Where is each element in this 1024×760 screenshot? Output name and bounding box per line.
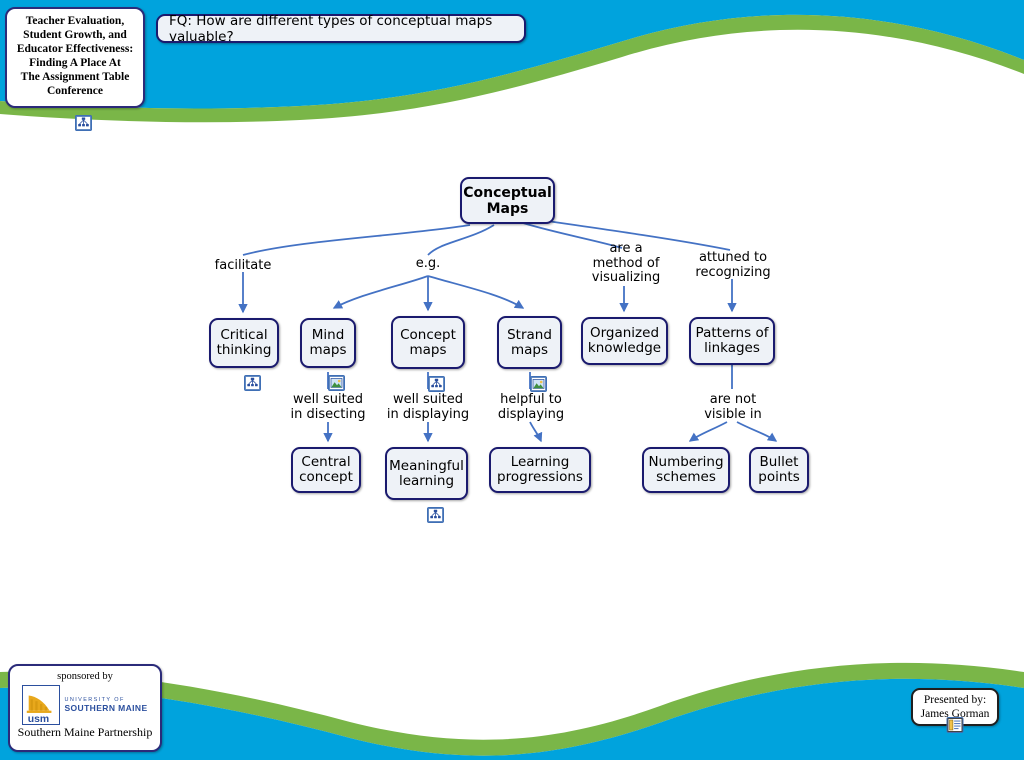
usm-logo-line-1: UNIVERSITY OF bbox=[64, 696, 125, 703]
usm-logo: usm UNIVERSITY OF SOUTHERN MAINE bbox=[10, 683, 160, 727]
link-label-notvisible[interactable]: are not visible in bbox=[704, 392, 762, 422]
concept-map-icon[interactable] bbox=[428, 376, 445, 392]
title-line-2: Student Growth, and bbox=[23, 29, 127, 41]
title-line-5: The Assignment Table bbox=[20, 71, 130, 83]
sponsor-top-text: sponsored by bbox=[57, 671, 113, 682]
title-line-3: Educator Effectiveness: bbox=[16, 43, 134, 55]
presenter-line-1: Presented by: bbox=[923, 694, 987, 706]
link-label-facilitate[interactable]: facilitate bbox=[214, 258, 272, 273]
usm-logo-line-2: SOUTHERN MAINE bbox=[64, 703, 148, 713]
link-label-method[interactable]: are a method of visualizing bbox=[591, 241, 661, 285]
sponsor-card[interactable]: sponsored by usm UNIVERSITY OF SOUTHERN … bbox=[8, 664, 162, 752]
concept-map-icon[interactable] bbox=[75, 115, 92, 131]
usm-mark-icon: usm bbox=[22, 685, 61, 725]
sponsor-bottom-text: Southern Maine Partnership bbox=[17, 725, 153, 739]
presenter-line-2: James Gorman bbox=[920, 708, 990, 720]
title-line-6: Conference bbox=[47, 85, 103, 97]
link-label-helpful[interactable]: helpful to displaying bbox=[497, 392, 565, 422]
focus-question-text: FQ: How are different types of conceptua… bbox=[169, 12, 493, 45]
link-label-eg[interactable]: e.g. bbox=[415, 256, 441, 271]
svg-text:usm: usm bbox=[28, 714, 49, 725]
presenter-card[interactable]: Presented by: James Gorman bbox=[911, 688, 999, 733]
link-label-disecting[interactable]: well suited in disecting bbox=[290, 392, 366, 422]
link-label-attuned[interactable]: attuned to recognizing bbox=[695, 250, 771, 280]
picture-icon[interactable] bbox=[328, 375, 345, 391]
focus-question-box[interactable]: FQ: How are different types of conceptua… bbox=[156, 12, 526, 45]
concept-map-icon[interactable] bbox=[426, 507, 444, 523]
title-line-4: Finding A Place At bbox=[29, 57, 121, 69]
concept-map-icon[interactable] bbox=[244, 375, 261, 391]
link-label-displaying[interactable]: well suited in displaying bbox=[386, 392, 470, 422]
picture-icon[interactable] bbox=[529, 376, 547, 392]
conference-title-card[interactable]: Teacher Evaluation, Student Growth, and … bbox=[5, 7, 145, 131]
title-line-1: Teacher Evaluation, bbox=[25, 15, 125, 27]
document-icon[interactable] bbox=[946, 717, 964, 733]
